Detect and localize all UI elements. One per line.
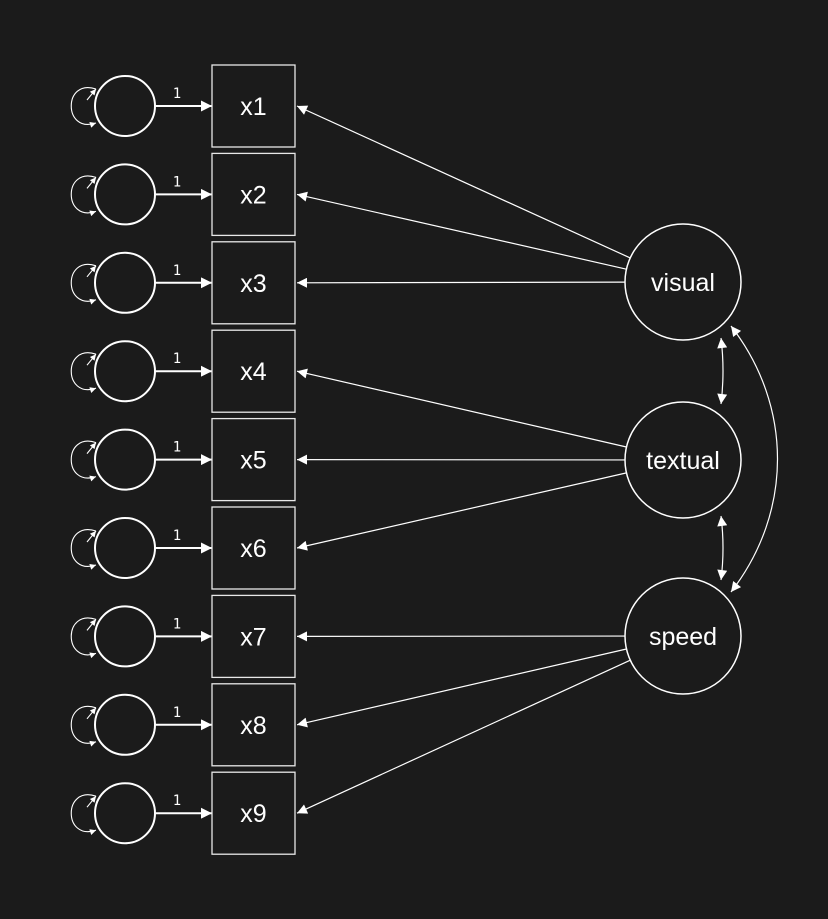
factor-loading-speed-x9: [296, 659, 631, 814]
observed-box: [211, 64, 296, 148]
observed-box: [211, 683, 296, 767]
self-variance-arrow: [70, 263, 97, 305]
error-loading-label: 1: [173, 263, 181, 279]
observed-box: [211, 771, 296, 855]
observed-label: x1: [240, 93, 266, 121]
latent-variable-visual: visual: [624, 223, 742, 341]
self-variance-arrow: [70, 529, 97, 570]
observed-variable-x2: x2: [211, 152, 296, 237]
error-term-x7: 1: [70, 605, 212, 668]
latent-circle: [624, 401, 742, 519]
self-variance-arrow-head: [86, 530, 97, 543]
self-variance-arrow-head: [86, 442, 97, 454]
error-term-x8: 1: [70, 693, 212, 756]
error-term-x5: 1: [70, 428, 212, 491]
error-term-x3: 1: [70, 251, 212, 314]
self-variance-arrow: [70, 175, 97, 217]
observed-variable-x6: x6: [211, 506, 296, 590]
error-circle: [94, 605, 156, 668]
error-circle: [94, 428, 156, 491]
observed-variable-x7: x7: [211, 594, 296, 679]
observed-label: x6: [240, 535, 266, 563]
observed-label: x4: [240, 358, 267, 386]
loading-layer: [296, 105, 631, 814]
error-circle: [94, 782, 156, 845]
error-layer: 1 1 1 1 1 1 1 1 1: [70, 75, 212, 845]
factor-loading-textual-x4: [296, 368, 627, 448]
observed-variable-x3: x3: [211, 241, 296, 325]
error-circle: [94, 693, 156, 756]
factor-loading-textual-x6: [296, 472, 627, 551]
observed-variable-x1: x1: [211, 64, 296, 148]
observed-box: [211, 152, 296, 237]
latent-label: visual: [651, 269, 715, 297]
self-variance-arrow: [70, 617, 97, 659]
error-term-x9: 1: [70, 782, 212, 845]
error-term-x1: 1: [70, 75, 212, 137]
observed-label: x5: [240, 447, 266, 475]
observed-box: [211, 594, 296, 679]
latent-circle: [624, 577, 742, 695]
observed-label: x2: [240, 181, 266, 209]
error-loading-label: 1: [173, 793, 181, 809]
error-loading-label: 1: [173, 705, 181, 721]
factor-loading-visual-x1: [296, 105, 631, 259]
covariance-textual-speed: [717, 515, 728, 581]
self-variance-arrow-head: [86, 707, 97, 720]
self-variance-arrow-head: [86, 88, 97, 101]
self-variance-arrow-head: [86, 619, 97, 631]
error-circle: [94, 251, 156, 314]
self-variance-arrow: [70, 794, 97, 835]
latent-variable-textual: textual: [624, 401, 742, 519]
observed-box: [211, 329, 296, 413]
latent-label: textual: [646, 447, 720, 475]
observed-label: x7: [240, 623, 266, 651]
observed-layer: x1 x2 x3 x4 x5 x6 x7 x8 x9: [211, 64, 296, 855]
self-variance-arrow: [70, 352, 97, 393]
observed-variable-x5: x5: [211, 417, 296, 502]
observed-variable-x8: x8: [211, 683, 296, 767]
error-circle: [94, 340, 156, 403]
error-loading-label: 1: [173, 440, 181, 456]
latent-circle: [624, 223, 742, 341]
observed-label: x9: [240, 800, 266, 828]
error-loading-label: 1: [173, 351, 181, 367]
observed-label: x8: [240, 712, 266, 740]
self-variance-arrow-head: [86, 265, 97, 278]
observed-box: [211, 241, 296, 325]
self-variance-arrow-head: [86, 795, 97, 808]
latent-label: speed: [649, 623, 717, 651]
self-variance-arrow-head: [86, 353, 97, 366]
factor-loading-visual-x3: [296, 277, 626, 288]
error-term-x4: 1: [70, 340, 212, 403]
self-variance-arrow: [70, 87, 97, 128]
latent-variable-speed: speed: [624, 577, 742, 695]
factor-loading-visual-x2: [296, 191, 627, 270]
error-circle: [94, 163, 156, 226]
covariance-visual-speed: [730, 325, 779, 593]
covariance-visual-textual: [717, 337, 728, 405]
error-circle: [94, 517, 156, 579]
self-variance-arrow-head: [86, 177, 97, 189]
observed-variable-x4: x4: [211, 329, 296, 413]
error-loading-label: 1: [173, 528, 181, 544]
error-loading-label: 1: [173, 616, 181, 632]
observed-box: [211, 506, 296, 590]
factor-loading-speed-x8: [296, 648, 627, 728]
error-loading-label: 1: [173, 174, 181, 190]
observed-box: [211, 417, 296, 502]
error-term-x2: 1: [70, 163, 212, 226]
error-term-x6: 1: [70, 517, 212, 579]
observed-label: x3: [240, 270, 266, 298]
error-loading-label: 1: [173, 86, 181, 102]
covariance-layer: [717, 325, 779, 593]
observed-variable-x9: x9: [211, 771, 296, 855]
self-variance-arrow: [70, 705, 97, 747]
self-variance-arrow: [70, 440, 97, 482]
latent-layer: visual textual speed: [624, 223, 742, 695]
error-circle: [94, 75, 156, 137]
